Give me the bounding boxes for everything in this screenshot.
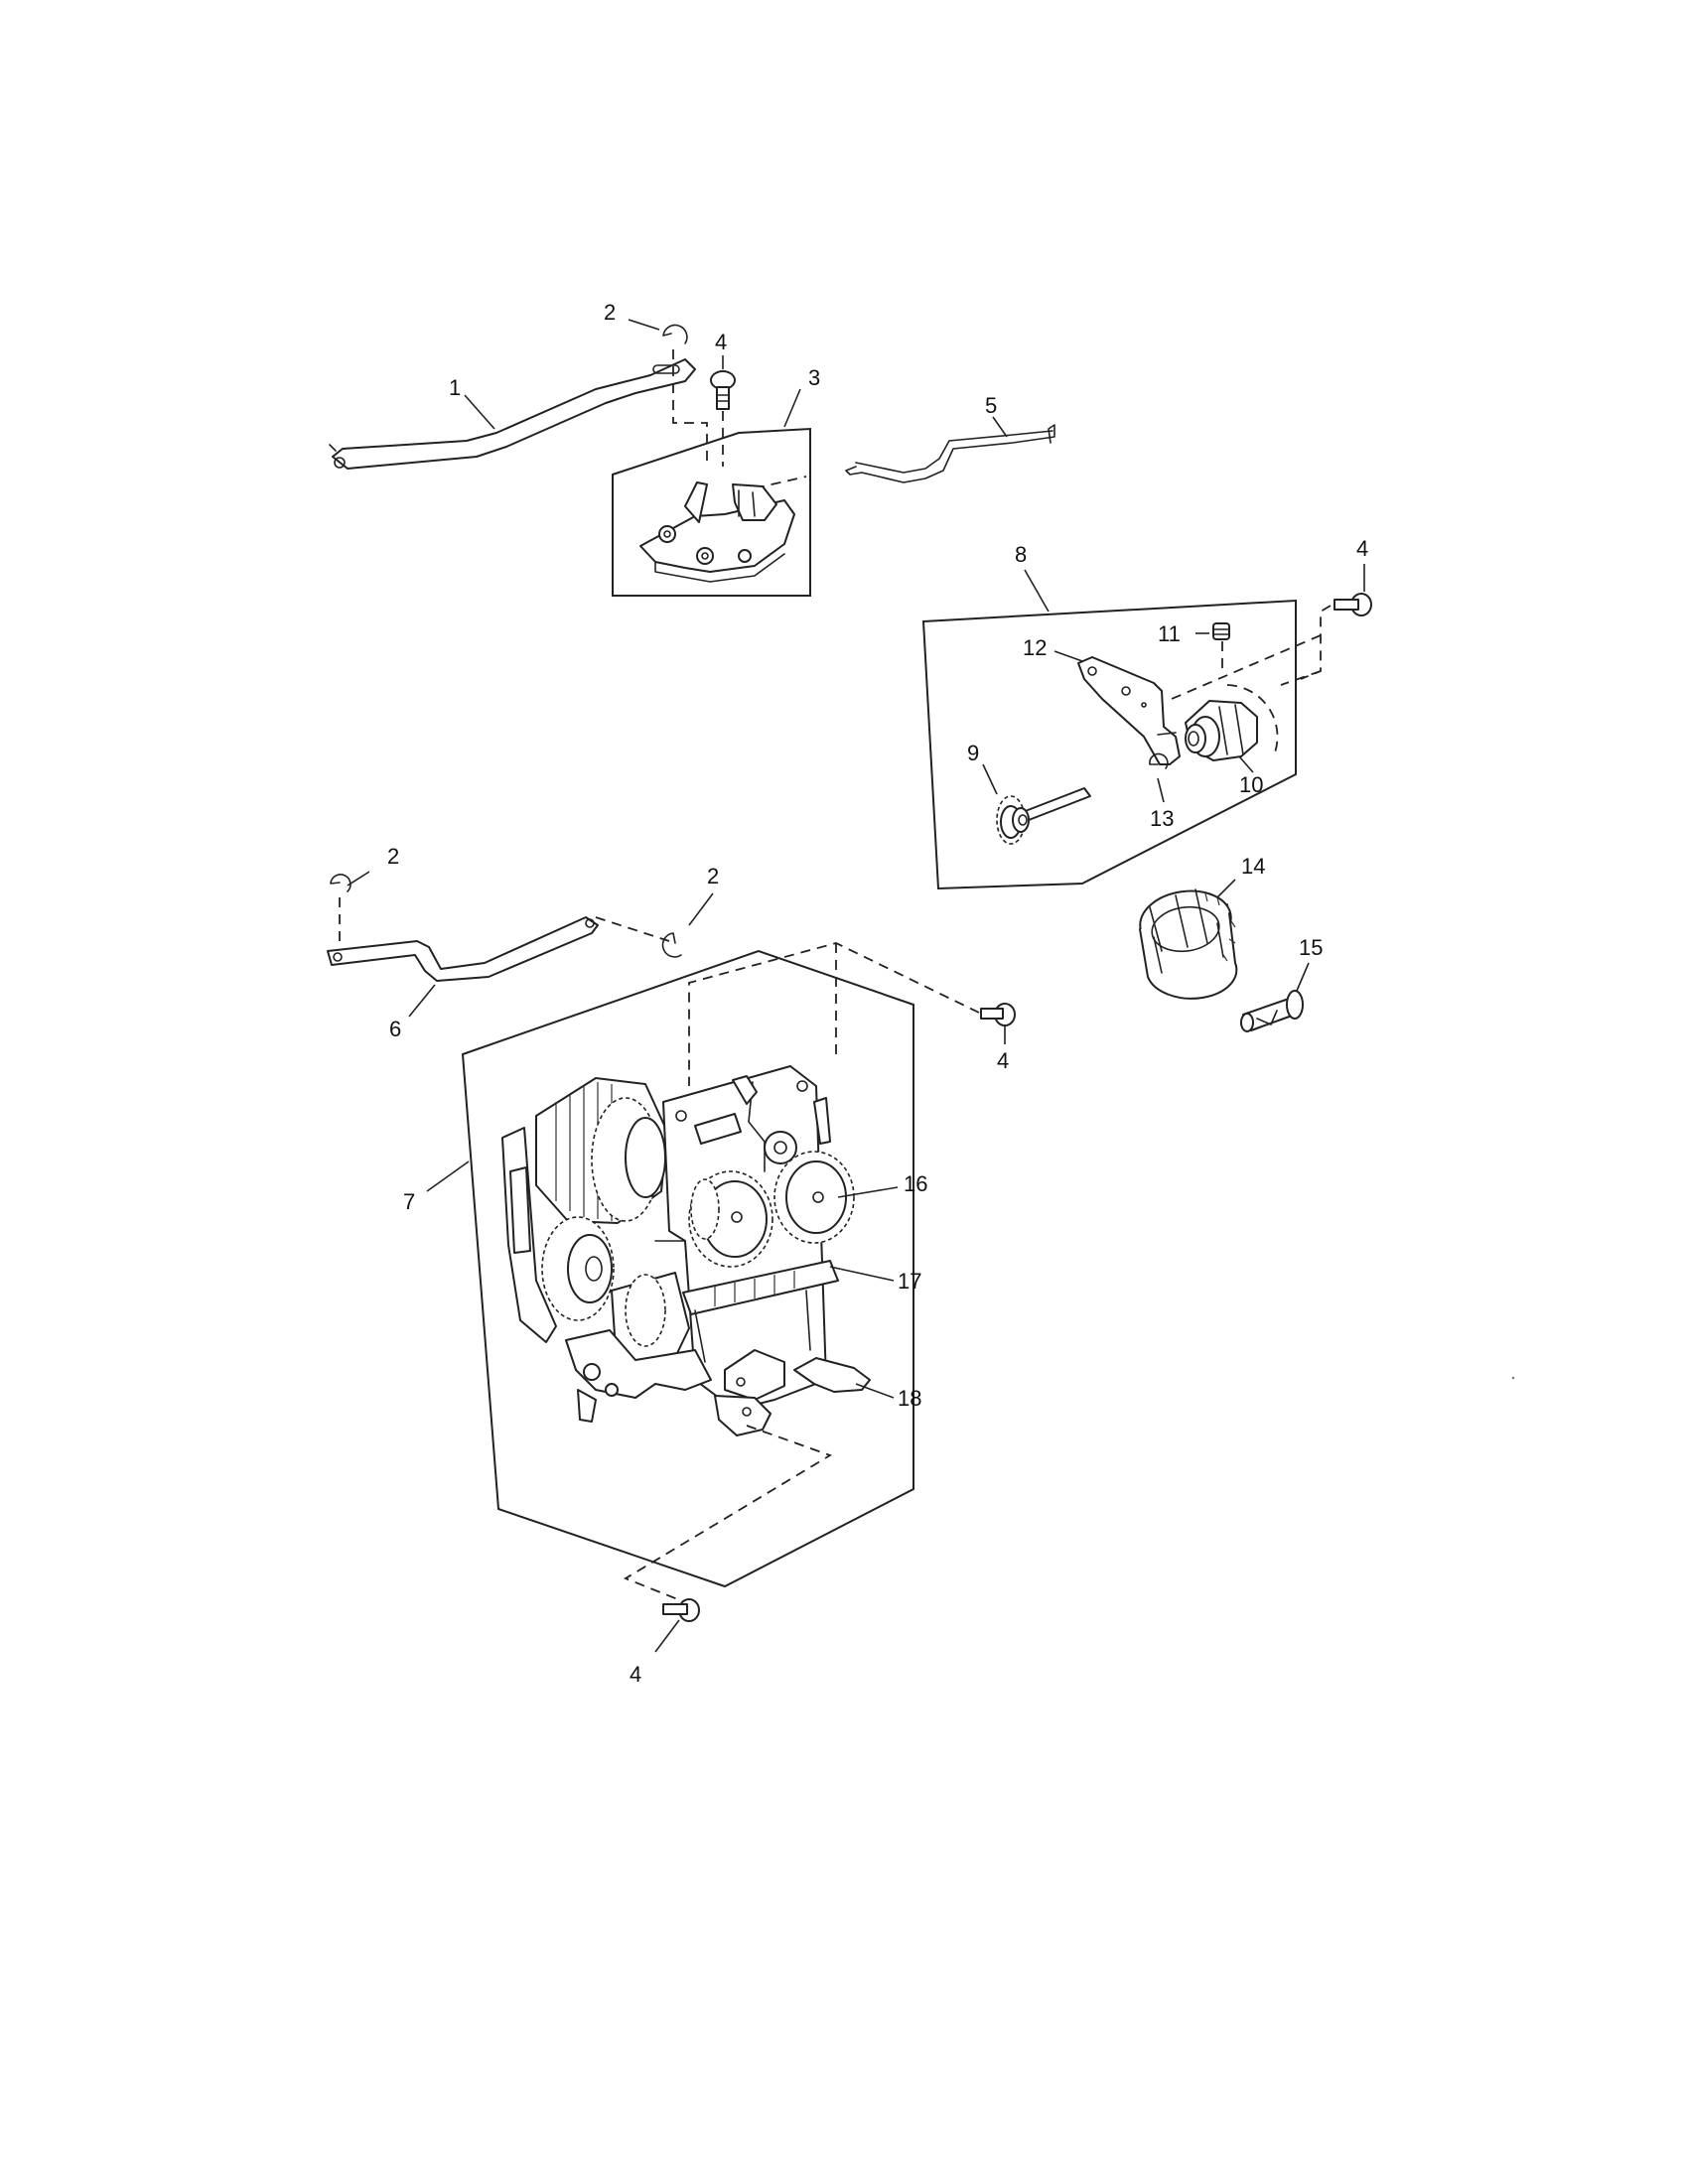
part-9-gear-shaft <box>996 787 1091 845</box>
part-2-e-ring-top <box>662 324 688 344</box>
leader-6 <box>408 984 436 1018</box>
part-2-e-ring-left <box>330 874 351 892</box>
leader-3 <box>783 388 801 428</box>
callout-7: 7 <box>403 1189 415 1214</box>
callout-3: 3 <box>808 365 820 390</box>
callout-16: 16 <box>904 1171 927 1196</box>
callout-4c: 4 <box>997 1048 1009 1073</box>
part-15-spindle-pin <box>1240 990 1304 1032</box>
callout-13: 13 <box>1150 806 1174 831</box>
callout-4a: 4 <box>715 330 727 354</box>
callout-4d: 4 <box>630 1662 641 1687</box>
callout-8: 8 <box>1015 542 1027 567</box>
callout-2c: 2 <box>707 864 719 888</box>
callout-1: 1 <box>449 375 461 400</box>
callout-15: 15 <box>1299 935 1323 960</box>
part-6-lever <box>327 916 599 982</box>
leader-10 <box>1238 755 1254 773</box>
leader-7 <box>426 1160 470 1192</box>
part-4-screw-top <box>710 370 736 410</box>
part-3-bracket-assembly <box>612 427 811 597</box>
part-4-screw-bottom <box>662 1598 700 1622</box>
part-11-set-screw <box>1212 622 1230 640</box>
part-7-mechanism <box>501 1065 871 1436</box>
leader-4d <box>654 1619 680 1653</box>
dashed-guide-2c <box>595 916 670 942</box>
leader-18 <box>855 1383 895 1399</box>
callout-17: 17 <box>898 1269 921 1294</box>
part-2-e-ring-right <box>661 932 682 958</box>
callout-9: 9 <box>967 741 979 765</box>
dashed-guide-4c <box>688 942 980 1086</box>
callout-10: 10 <box>1239 772 1263 797</box>
part-7-mechanism-frame <box>461 949 914 1588</box>
leader-2a <box>628 319 660 331</box>
part-10-knob <box>1185 700 1258 761</box>
leader-1 <box>464 394 495 430</box>
dashed-guide-4d <box>623 1425 833 1603</box>
callout-12: 12 <box>1023 635 1047 660</box>
leader-5 <box>992 416 1008 438</box>
part-5-wire-rod <box>845 424 1055 483</box>
callout-2b: 2 <box>387 844 399 869</box>
leader-2b <box>347 871 370 887</box>
leader-13 <box>1157 777 1165 803</box>
part-12-bracket-plate <box>1077 656 1181 765</box>
part-8-assembly-frame <box>921 599 1297 890</box>
scan-speck <box>1511 1376 1515 1380</box>
part-14-knob-ring <box>1139 888 1238 1000</box>
callout-6: 6 <box>389 1017 401 1041</box>
leader-14 <box>1216 879 1236 898</box>
callout-5: 5 <box>985 393 997 418</box>
callout-14: 14 <box>1241 854 1265 879</box>
dashed-guide-2-3 <box>672 349 708 467</box>
callout-2a: 2 <box>604 300 616 325</box>
leader-16 <box>837 1186 899 1198</box>
leader-17 <box>829 1266 895 1282</box>
part-1-lever <box>329 358 696 470</box>
callout-4b: 4 <box>1356 536 1368 561</box>
leader-8 <box>1024 569 1050 613</box>
callout-11: 11 <box>1158 621 1181 646</box>
part-4-screw-middle <box>980 1003 1016 1026</box>
leader-2c <box>688 892 714 926</box>
callout-18: 18 <box>898 1386 921 1411</box>
leader-9 <box>982 763 998 795</box>
part-13-e-ring <box>1149 752 1169 769</box>
dashed-guide-4b <box>1280 605 1332 686</box>
part-4-screw-right <box>1333 593 1372 616</box>
leader-12 <box>1053 650 1083 662</box>
leader-15 <box>1296 962 1310 992</box>
